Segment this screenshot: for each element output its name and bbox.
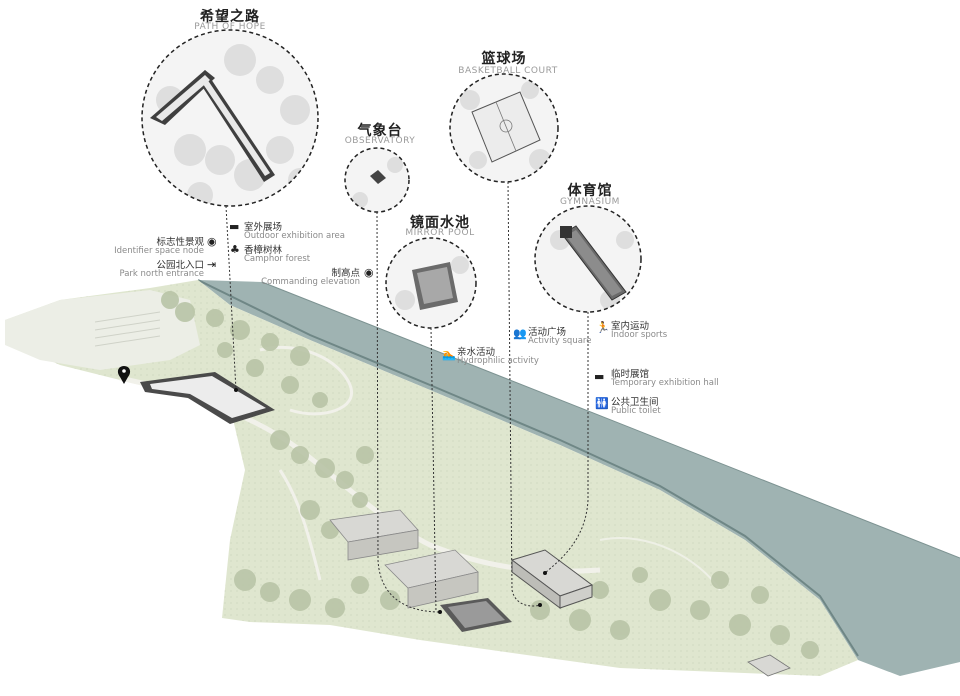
people-icon: 👥 xyxy=(513,327,527,340)
feature-commanding-elevation-en: Commanding elevation xyxy=(261,277,360,287)
zone-subtitle-observatory: OBSERVATORY xyxy=(344,136,416,146)
feature-public-toilet-en: Public toilet xyxy=(611,406,661,416)
location-pin-icon xyxy=(117,366,131,384)
river-edge-outer xyxy=(261,281,960,559)
feature-temp-exhibition-zh: 临时展馆 xyxy=(611,369,650,380)
zone-title-gymnasium: 体育馆 xyxy=(567,183,613,199)
feature-camphor-forest-zh: 香樟树林 xyxy=(244,245,283,256)
zone-subtitle-gymnasium: GYMNASIUM xyxy=(560,197,620,207)
exhibition-building xyxy=(384,549,479,609)
zone-subtitle-path-of-hope: PATH OF HOPE xyxy=(194,22,266,32)
feature-park-entrance-en: Park north entrance xyxy=(119,269,204,279)
north-entry-zone xyxy=(5,290,200,370)
feature-commanding-elevation-zh: 制高点 xyxy=(331,268,360,279)
billboard-icon: ▬ xyxy=(594,370,605,383)
mirror-pool-ground xyxy=(440,598,512,632)
zone-subtitle-basketball-court: BASKETBALL COURT xyxy=(458,66,558,76)
swimmer-icon: 🏊 xyxy=(442,348,456,361)
feature-indoor-sports-en: Indoor sports xyxy=(611,330,668,340)
zoom-basketball-court xyxy=(449,73,559,183)
feature-identifier-node-zh: 标志性景观 xyxy=(156,237,204,248)
embankment-edge xyxy=(197,279,859,657)
south-path xyxy=(278,469,322,581)
feature-temp-exhibition-en: Temporary exhibition hall xyxy=(611,378,719,388)
path-of-hope-inner xyxy=(150,376,266,418)
zone-subtitle-mirror-pool: MIRROR POOL xyxy=(405,228,475,238)
toilet-icon: 🚻 xyxy=(595,397,609,410)
heritage-building xyxy=(329,509,419,561)
leader-lines xyxy=(225,181,589,613)
feature-park-entrance-zh: 公园北入口 xyxy=(156,260,204,271)
eye-icon: ◉ xyxy=(207,235,217,248)
feature-activity-square-en: Activity square xyxy=(528,336,592,346)
zone-title-observatory: 气象台 xyxy=(357,123,403,139)
parking-stripes xyxy=(94,311,161,347)
feature-hydrophilic-zh: 亲水活动 xyxy=(457,347,496,358)
zoom-path-of-hope xyxy=(141,29,319,207)
feature-indoor-sports-zh: 室内运动 xyxy=(611,321,650,332)
feature-activity-square-zh: 活动广场 xyxy=(528,327,567,338)
entrance-icon: ⇥ xyxy=(207,258,217,271)
zoom-observatory xyxy=(344,147,410,213)
feature-camphor-forest-en: Camphor forest xyxy=(244,254,311,264)
feature-outdoor-exhibition-zh: 室外展场 xyxy=(244,222,283,233)
south-pavilion xyxy=(747,654,791,677)
feature-outdoor-exhibition-en: Outdoor exhibition area xyxy=(244,231,345,241)
feature-identifier-node-en: Identifier space node xyxy=(114,246,204,256)
zone-title-path-of-hope: 希望之路 xyxy=(200,9,260,25)
feature-public-toilet-zh: 公共卫生间 xyxy=(611,397,659,408)
runner-icon: 🏃 xyxy=(596,321,610,334)
zoom-gymnasium xyxy=(534,205,642,313)
eye-icon: ◉ xyxy=(364,266,374,279)
tree-canopies xyxy=(161,291,819,659)
leader-dots xyxy=(234,388,547,614)
zone-title-mirror-pool: 镜面水池 xyxy=(410,215,470,231)
feature-hydrophilic-en: Hydrophilic activity xyxy=(457,356,539,366)
river-embankment xyxy=(198,280,960,676)
gymnasium-building xyxy=(510,549,594,609)
zone-title-basketball-court: 篮球场 xyxy=(481,51,527,67)
tree-icon: ♣ xyxy=(230,243,240,256)
billboard-icon: ▬ xyxy=(229,220,240,233)
zoom-mirror-pool xyxy=(385,237,477,329)
